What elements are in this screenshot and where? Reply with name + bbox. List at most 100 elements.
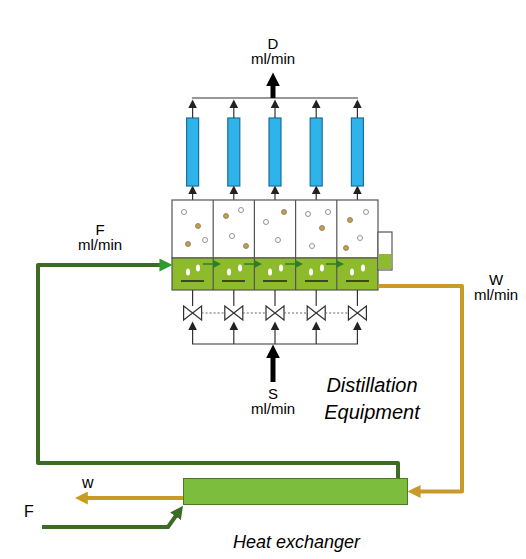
liquid-trays — [346, 280, 369, 282]
liquid-trays — [244, 263, 259, 265]
vapour-compartments — [336, 200, 337, 290]
stream-label: F — [24, 503, 40, 521]
condensers — [357, 103, 358, 118]
vapour-bubbles — [344, 246, 349, 251]
liquid-trays — [203, 263, 218, 265]
distillation-unit: Distillation Equipment — [172, 200, 378, 290]
vapour-bubbles — [182, 210, 187, 215]
steam-valves — [225, 306, 243, 320]
node-caption: Heat exchanger — [184, 531, 409, 553]
vapour-bubbles — [276, 238, 281, 243]
liquid-trays — [222, 280, 245, 282]
vapour-bubbles — [306, 212, 311, 217]
flow-line — [38, 265, 398, 478]
liquid-trays — [295, 258, 296, 290]
condensers — [187, 118, 199, 186]
steam-valves — [357, 290, 358, 306]
steam-valves — [357, 325, 358, 344]
steam-valves — [233, 290, 234, 306]
steam-valves — [284, 312, 307, 313]
liquid-trays — [172, 232, 392, 290]
condensers — [274, 189, 275, 200]
condensers — [271, 78, 276, 98]
condensers — [192, 189, 193, 200]
steam-valves — [233, 325, 234, 344]
condensers — [310, 118, 322, 186]
steam-valves — [184, 306, 202, 320]
liquid-trays — [181, 280, 204, 282]
liquid-trays — [320, 265, 324, 272]
steam-valves — [274, 325, 275, 344]
liquid-trays — [181, 280, 369, 282]
condensers — [192, 103, 193, 118]
liquid-trays — [379, 254, 391, 269]
condensers — [274, 103, 275, 118]
liquid-trays — [378, 232, 392, 270]
vapour-compartments — [254, 200, 255, 290]
steam-valves — [274, 290, 275, 306]
steam-valves — [325, 312, 348, 313]
steam-valves — [202, 312, 225, 313]
vapour-bubbles — [282, 210, 287, 215]
liquid-trays — [279, 265, 283, 272]
liquid-trays — [186, 265, 365, 276]
steam-valves — [316, 325, 317, 344]
liquid-trays — [227, 269, 231, 276]
condensers — [233, 189, 234, 200]
steam-valves — [192, 290, 193, 306]
steam-valves — [184, 290, 367, 382]
vapour-bubbles — [182, 208, 369, 251]
liquid-trays — [213, 258, 214, 290]
vapour-bubbles — [364, 210, 369, 215]
liquid-trays — [305, 280, 328, 282]
vapour-compartments — [295, 200, 296, 290]
vapour-bubbles — [203, 238, 208, 243]
liquid-trays — [361, 265, 365, 272]
condensers — [187, 78, 364, 200]
vapour-bubbles — [244, 244, 249, 249]
steam-valves — [316, 290, 317, 306]
liquid-trays — [238, 265, 242, 272]
condensers — [351, 118, 363, 186]
vapour-bubbles — [326, 210, 331, 215]
vapour-bubbles — [320, 226, 325, 231]
liquid-trays — [268, 269, 272, 276]
liquid-trays — [172, 258, 378, 290]
liquid-trays — [254, 258, 255, 290]
vapour-bubbles — [358, 236, 363, 241]
condensers — [316, 189, 317, 200]
node-caption: Distillation Equipment — [302, 372, 442, 426]
liquid-trays — [203, 263, 341, 265]
exchanger-streams — [42, 498, 183, 527]
vapour-bubbles — [196, 224, 201, 229]
flow-label: D ml/min — [248, 36, 298, 66]
vapour-compartments — [172, 200, 378, 290]
condensers — [357, 189, 358, 200]
steam-valves — [307, 306, 325, 320]
liquid-trays — [263, 280, 287, 282]
liquid-trays — [309, 269, 313, 276]
vapour-bubbles — [348, 218, 353, 223]
vapour-bubbles — [264, 220, 269, 225]
liquid-trays — [326, 263, 341, 265]
vapour-bubbles — [186, 242, 191, 247]
steam-valves — [271, 350, 276, 382]
vapour-compartments — [172, 200, 378, 258]
steam-valves — [266, 306, 284, 320]
exchanger-streams — [42, 510, 180, 527]
steam-valves — [243, 312, 266, 313]
liquid-trays — [350, 269, 354, 276]
heat-exchanger: Heat exchanger — [183, 478, 408, 505]
flow-label: W ml/min — [470, 272, 522, 302]
condensers — [316, 103, 317, 118]
liquid-trays — [336, 258, 337, 290]
flow-label: F ml/min — [74, 222, 126, 252]
exchanger-streams — [80, 496, 183, 500]
liquid-trays — [196, 265, 200, 272]
condensers — [228, 118, 240, 186]
flow-label: S ml/min — [248, 386, 298, 416]
condensers — [269, 118, 281, 186]
